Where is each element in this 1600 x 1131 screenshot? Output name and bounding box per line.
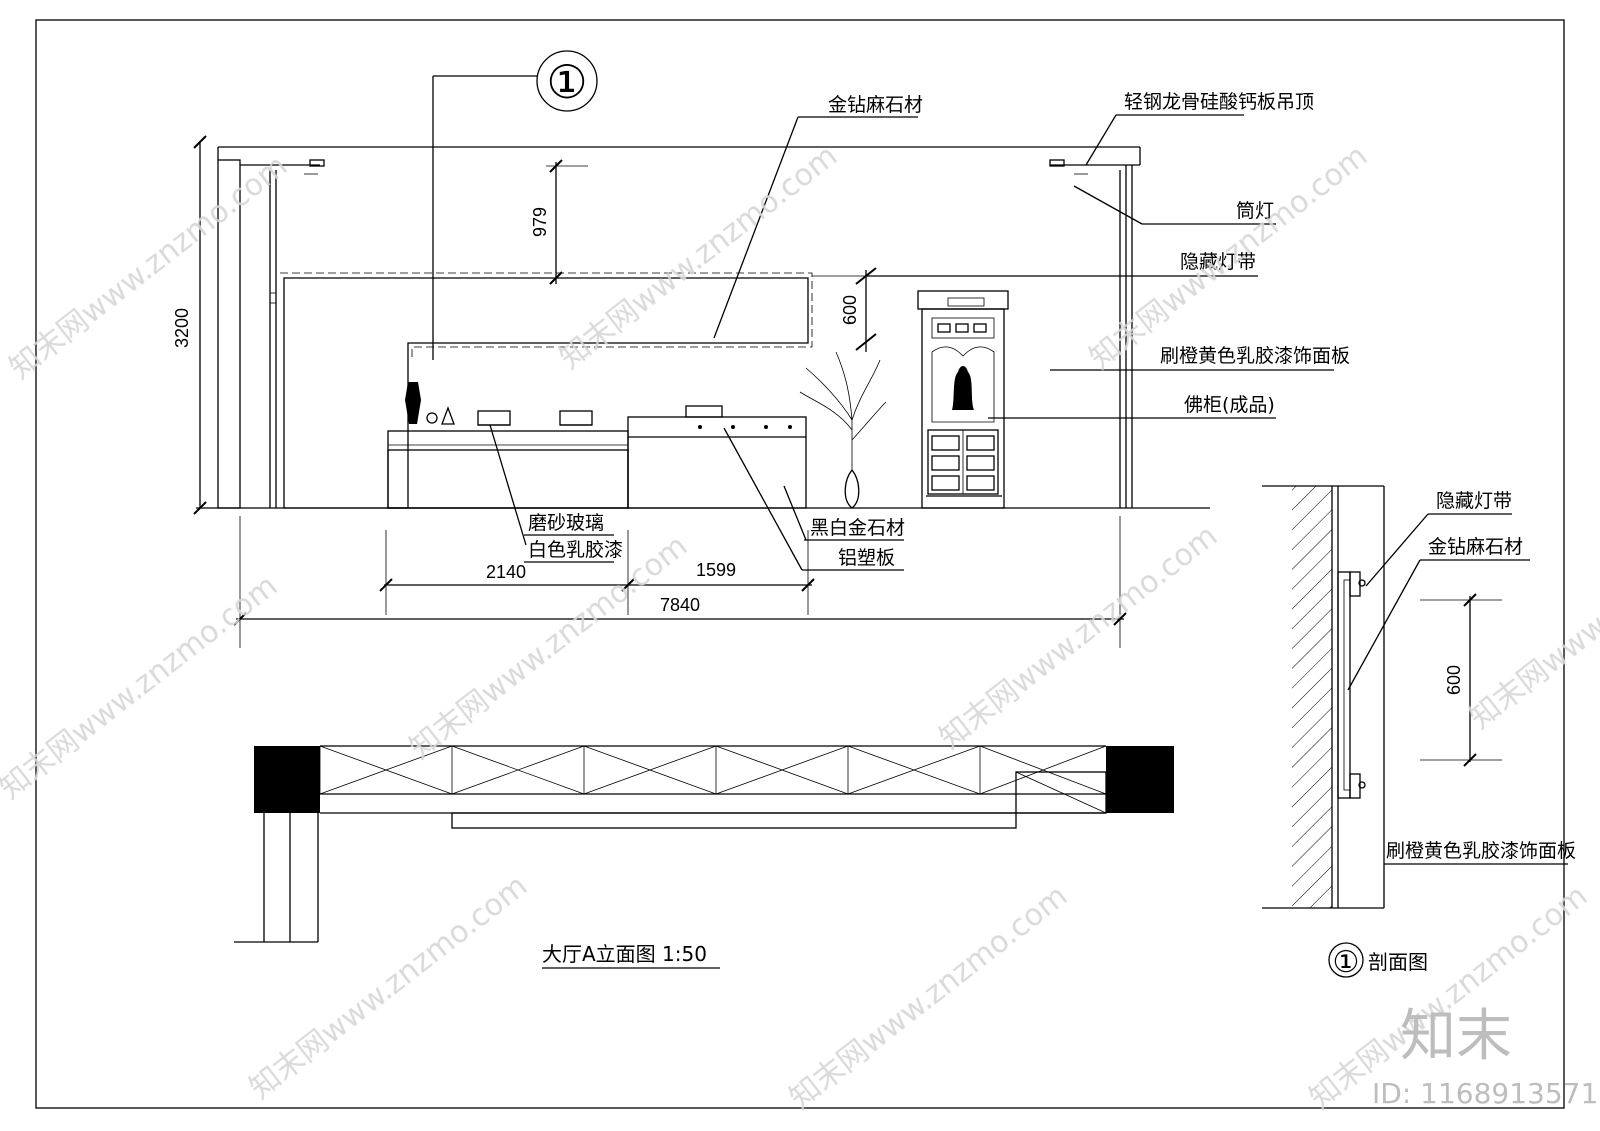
svg-text:知末网www.znzmo.com: 知末网www.znzmo.com <box>783 878 1074 1116</box>
watermark-brand: 知末 ID: 1168913571 <box>1372 1004 1598 1110</box>
plan-brace <box>451 745 585 795</box>
svg-text:知末网www.znzmo.com: 知末网www.znzmo.com <box>1463 498 1600 736</box>
plan-cross-bracing <box>319 745 1107 795</box>
dim-section-band: 600 <box>1444 665 1464 695</box>
sheet-border <box>35 19 1565 1109</box>
dimension-lines: 3200 979 600 2140 1599 7840 <box>172 135 1127 648</box>
drawing-title: 大厅A立面图 1:50 <box>542 942 720 969</box>
label-frosted-glass: 磨砂玻璃 <box>528 512 604 534</box>
svg-text:知末网www.znzmo.com: 知末网www.znzmo.com <box>3 148 294 386</box>
svg-text:知末网www.znzmo.com: 知末网www.znzmo.com <box>553 138 844 376</box>
svg-text:知末网www.znzmo.com: 知末网www.znzmo.com <box>403 528 694 766</box>
plan-brace <box>847 745 981 795</box>
callouts: 金钻麻石材 轻钢龙骨硅酸钙板吊顶 筒灯 隐藏灯带 刷橙黄色乳胶漆饰面板 佛柜(成… <box>489 91 1350 571</box>
dim-height: 3200 <box>172 308 192 348</box>
label-sec-stone: 金钻麻石材 <box>1428 536 1523 558</box>
svg-text:知末网www.znzmo.com: 知末网www.znzmo.com <box>933 518 1224 756</box>
plan-view <box>234 745 1174 943</box>
drawing-title-text: 大厅A立面图 1:50 <box>542 942 707 966</box>
section-title-marker: ① <box>1333 945 1360 980</box>
label-hidden-light: 隐藏灯带 <box>1180 251 1256 273</box>
svg-text:知末网www.znzmo.com: 知末网www.znzmo.com <box>0 568 284 806</box>
label-panel: 刷橙黄色乳胶漆饰面板 <box>1160 345 1350 367</box>
label-ceiling: 轻钢龙骨硅酸钙板吊顶 <box>1124 91 1314 113</box>
dim-total: 7840 <box>660 595 700 615</box>
dim-right-seg: 1599 <box>696 560 736 580</box>
section-view: 600 隐藏灯带 金钻麻石材 刷橙黄色乳胶漆饰面板 ① 剖面图 <box>1262 485 1576 980</box>
svg-text:知末网www.znzmo.com: 知末网www.znzmo.com <box>1083 138 1374 376</box>
label-cabinet: 佛柜(成品) <box>1184 394 1275 416</box>
section-marker: ① <box>432 50 598 360</box>
plan-brace <box>715 745 849 795</box>
plan-brace <box>319 745 453 795</box>
main-elevation <box>196 146 1210 509</box>
label-stone-top: 金钻麻石材 <box>828 94 923 116</box>
label-white-paint: 白色乳胶漆 <box>528 539 623 561</box>
dim-band: 600 <box>840 295 860 325</box>
dim-top-gap: 979 <box>530 207 550 237</box>
label-sec-hidden-light: 隐藏灯带 <box>1436 490 1512 512</box>
watermark-id: ID: 1168913571 <box>1372 1077 1598 1110</box>
section-marker-label: ① <box>546 55 587 109</box>
label-aluminum-panel: 铝塑板 <box>838 547 895 569</box>
dim-left-seg: 2140 <box>486 562 526 582</box>
svg-text:知末网www.znzmo.com: 知末网www.znzmo.com <box>243 868 534 1106</box>
plan-brace <box>979 745 1107 795</box>
section-title-text: 剖面图 <box>1368 950 1428 974</box>
label-black-white-stone: 黑白金石材 <box>810 517 905 539</box>
label-sec-panel: 刷橙黄色乳胶漆饰面板 <box>1386 840 1576 862</box>
plan-brace <box>583 745 717 795</box>
label-downlight: 筒灯 <box>1236 200 1274 222</box>
watermark-logo: 知末 <box>1400 1004 1512 1069</box>
